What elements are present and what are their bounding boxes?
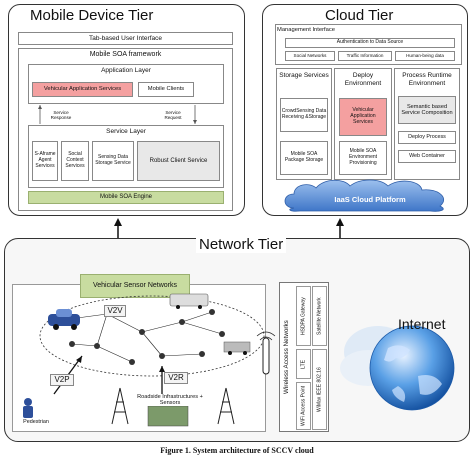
application-layer-label: Application Layer bbox=[101, 67, 151, 74]
service-response-label: Service Response bbox=[50, 110, 72, 121]
wireless-label: Wireless Access Networks bbox=[283, 320, 290, 394]
semantic-composition-box: Semantic based Service Composition bbox=[398, 96, 456, 124]
roadside-photo-icon bbox=[147, 405, 189, 427]
network-tier-title: Network Tier bbox=[196, 236, 287, 253]
v2p-arrow-icon bbox=[76, 356, 82, 363]
social-context-box: Social Context Services bbox=[61, 141, 89, 181]
hsdpa-label: HSDPA Gateway bbox=[300, 297, 307, 335]
antenna-icon bbox=[256, 331, 276, 375]
robust-client-box: Robust Client Service bbox=[137, 141, 220, 181]
wimax-box bbox=[312, 349, 327, 430]
soa-env-provisioning-box: Mobile SOA Environment Provisioning bbox=[339, 141, 387, 175]
v2v-label: V2V bbox=[104, 305, 126, 317]
pedestrian-icon bbox=[23, 398, 33, 418]
vehicular-app-services-mobile: Vehicular Application Services bbox=[32, 82, 133, 97]
crowdsensing-box: CrowdSensing Data Receiving &Storage bbox=[280, 98, 328, 132]
vsn-topology bbox=[23, 293, 265, 427]
lte-box bbox=[296, 349, 311, 379]
car-icon bbox=[48, 309, 80, 330]
application-layer-box bbox=[28, 64, 224, 104]
service-response-arrow-icon bbox=[38, 105, 42, 109]
satellite-box bbox=[312, 286, 327, 346]
roadside-label: Roadside Infrastructures + Sensors bbox=[130, 394, 210, 407]
soa-framework-label: Mobile SOA framework bbox=[89, 51, 162, 58]
wifi-label: WiFi Access Point bbox=[300, 386, 307, 427]
deploy-environment-label: Deploy Environment bbox=[344, 72, 382, 87]
pedestrian-label: Pedestrian bbox=[23, 419, 49, 425]
wifi-box bbox=[296, 382, 311, 430]
sensing-data-box: Sensing Data Storage Service bbox=[92, 141, 134, 181]
v2r-label: V2R bbox=[164, 372, 188, 384]
vsn-nodes bbox=[69, 309, 225, 365]
service-request-label: Service Request bbox=[164, 110, 182, 121]
service-layer-label: Service Layer bbox=[106, 128, 146, 135]
s-aframe-box: S-Aframe Agent Services bbox=[32, 141, 58, 181]
storage-services-label: Storage Services bbox=[279, 72, 329, 79]
web-container-box: Web Container bbox=[398, 150, 456, 163]
mobile-clients-box: Mobile Clients bbox=[138, 82, 194, 97]
deploy-process-box: Deploy Process bbox=[398, 131, 456, 144]
mobile-tier-title: Mobile Device Tier bbox=[30, 7, 154, 24]
management-interface-box bbox=[275, 24, 462, 65]
process-runtime-column bbox=[394, 68, 460, 180]
vsn-area bbox=[12, 284, 266, 432]
hsdpa-box bbox=[296, 286, 311, 346]
iaas-label: IaaS Cloud Platform bbox=[334, 195, 406, 204]
management-interface-label: Management Interface bbox=[277, 27, 336, 33]
v2p-label: V2P bbox=[50, 374, 74, 386]
soa-package-storage-box: Mobile SOA Package Storage bbox=[280, 141, 328, 175]
internet-globe-icon bbox=[340, 325, 455, 411]
vsn-links bbox=[61, 311, 223, 363]
storage-services-column bbox=[276, 68, 332, 180]
figure-caption: Figure 1. System architecture of SCCV cl… bbox=[160, 446, 314, 455]
service-request-arrow-icon bbox=[193, 120, 197, 124]
soa-engine-box: Mobile SOA Engine bbox=[28, 191, 224, 204]
human-being-box: Human-being data bbox=[395, 51, 455, 61]
lte-label: LTE bbox=[300, 359, 307, 369]
truck-icon bbox=[223, 341, 251, 355]
arrow-up-cloud bbox=[336, 218, 344, 226]
internet-label: Internet bbox=[398, 316, 446, 332]
wimax-label: WiMax IEEE 802.16 bbox=[316, 367, 323, 412]
process-runtime-label: Process Runtime Environment bbox=[402, 72, 452, 87]
iaas-cloud-shape bbox=[284, 179, 445, 212]
tab-ui-box: Tab-based User Interface bbox=[18, 32, 233, 45]
satellite-label: Satellite Network bbox=[316, 297, 323, 335]
traffic-info-box: Traffic Information bbox=[338, 51, 392, 61]
cell-tower-left-icon bbox=[111, 387, 129, 425]
arrow-up-mobile bbox=[114, 218, 122, 226]
wireless-access-box bbox=[279, 282, 329, 432]
vsn-range-ellipse bbox=[39, 295, 265, 377]
cloud-tier-title: Cloud Tier bbox=[325, 7, 394, 24]
bus-icon bbox=[169, 293, 209, 309]
cell-tower-right-icon bbox=[217, 387, 235, 425]
auth-box: Authentication to Data Source bbox=[285, 38, 455, 48]
social-networks-box: Social Networks bbox=[285, 51, 335, 61]
soa-framework-box bbox=[18, 48, 233, 211]
v2r-arrow-icon bbox=[159, 366, 165, 372]
deploy-environment-column bbox=[334, 68, 392, 180]
service-layer-box bbox=[28, 125, 224, 188]
vehicular-app-services-cloud: Vehicular Application Services bbox=[339, 98, 387, 136]
